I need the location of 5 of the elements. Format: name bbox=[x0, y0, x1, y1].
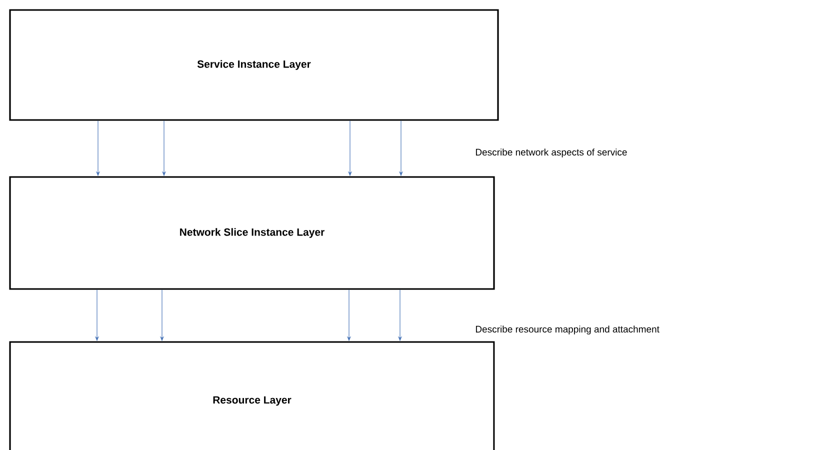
note-text: Describe resource mapping and attachment bbox=[476, 326, 660, 334]
layer-box: Resource Layer bbox=[9, 341, 495, 450]
layer-box: Network Slice Instance Layer bbox=[9, 176, 495, 290]
layer-box: Service Instance Layer bbox=[9, 9, 499, 121]
note-text: Describe network aspects of service bbox=[476, 148, 627, 158]
